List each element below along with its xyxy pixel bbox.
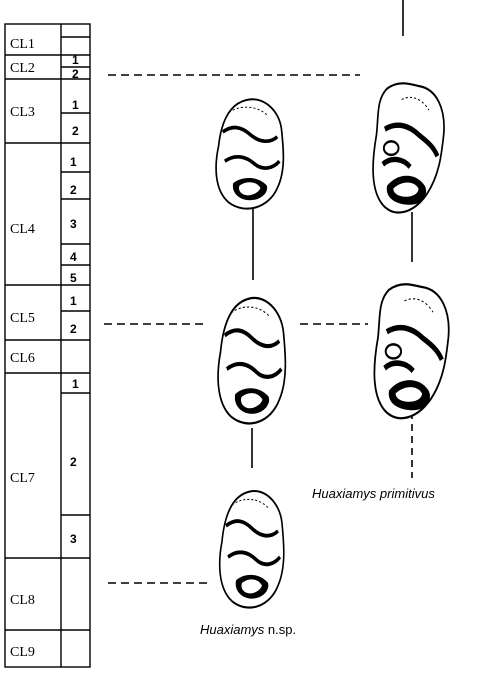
molar-tooth-icon (216, 99, 283, 208)
sub-label-cl5-2: 2 (70, 322, 77, 336)
species-genus: Huaxiamys (312, 486, 377, 501)
sub-label-cl4-2: 2 (70, 183, 77, 197)
stratigraphic-column (5, 24, 90, 667)
column-frame (5, 24, 90, 667)
sub-label-cl7-1: 1 (72, 377, 79, 391)
level-label-cl7: CL7 (10, 471, 35, 486)
tooth-upper-left (216, 99, 283, 208)
level-label-cl4: CL4 (10, 222, 35, 237)
level-labels: CL1 CL2 CL3 CL4 CL5 CL6 CL7 CL8 CL9 (10, 37, 35, 660)
molar-tooth-icon (220, 491, 284, 608)
sub-label-cl4-3: 3 (70, 217, 77, 231)
molar-tooth-icon (374, 284, 448, 418)
level-label-cl9: CL9 (10, 645, 35, 660)
species-label-primitivus: Huaxiamys primitivus (312, 486, 435, 501)
sub-label-cl4-1: 1 (70, 155, 77, 169)
tooth-middle-right (374, 284, 448, 418)
species-genus-new: Huaxiamys (200, 622, 265, 637)
sub-label-cl7-2: 2 (70, 455, 77, 469)
sub-unit-labels: 1 2 1 2 1 2 3 4 5 1 2 1 2 3 (70, 53, 79, 546)
tooth-lower-left (220, 491, 284, 608)
molar-tooth-icon (373, 83, 444, 212)
level-label-cl6: CL6 (10, 351, 35, 366)
level-label-cl5: CL5 (10, 311, 35, 326)
sub-label-cl2-2: 2 (72, 67, 79, 81)
level-label-cl2: CL2 (10, 61, 35, 76)
species-label-new: Huaxiamys n.sp. (200, 622, 296, 637)
tooth-middle-left (218, 298, 285, 424)
sub-label-cl3-2: 2 (72, 124, 79, 138)
molar-tooth-icon (218, 298, 285, 424)
sub-label-cl5-1: 1 (70, 294, 77, 308)
sub-label-cl4-4: 4 (70, 250, 77, 264)
sub-label-cl3-1: 1 (72, 98, 79, 112)
level-label-cl3: CL3 (10, 105, 35, 120)
level-label-cl8: CL8 (10, 593, 35, 608)
tooth-upper-right (373, 83, 444, 212)
species-suffix-new: n.sp. (268, 622, 296, 637)
sub-label-cl4-5: 5 (70, 271, 77, 285)
level-label-cl1: CL1 (10, 37, 35, 52)
species-epithet: primitivus (379, 486, 435, 501)
sub-label-cl2-1: 1 (72, 53, 79, 67)
sub-label-cl7-3: 3 (70, 532, 77, 546)
